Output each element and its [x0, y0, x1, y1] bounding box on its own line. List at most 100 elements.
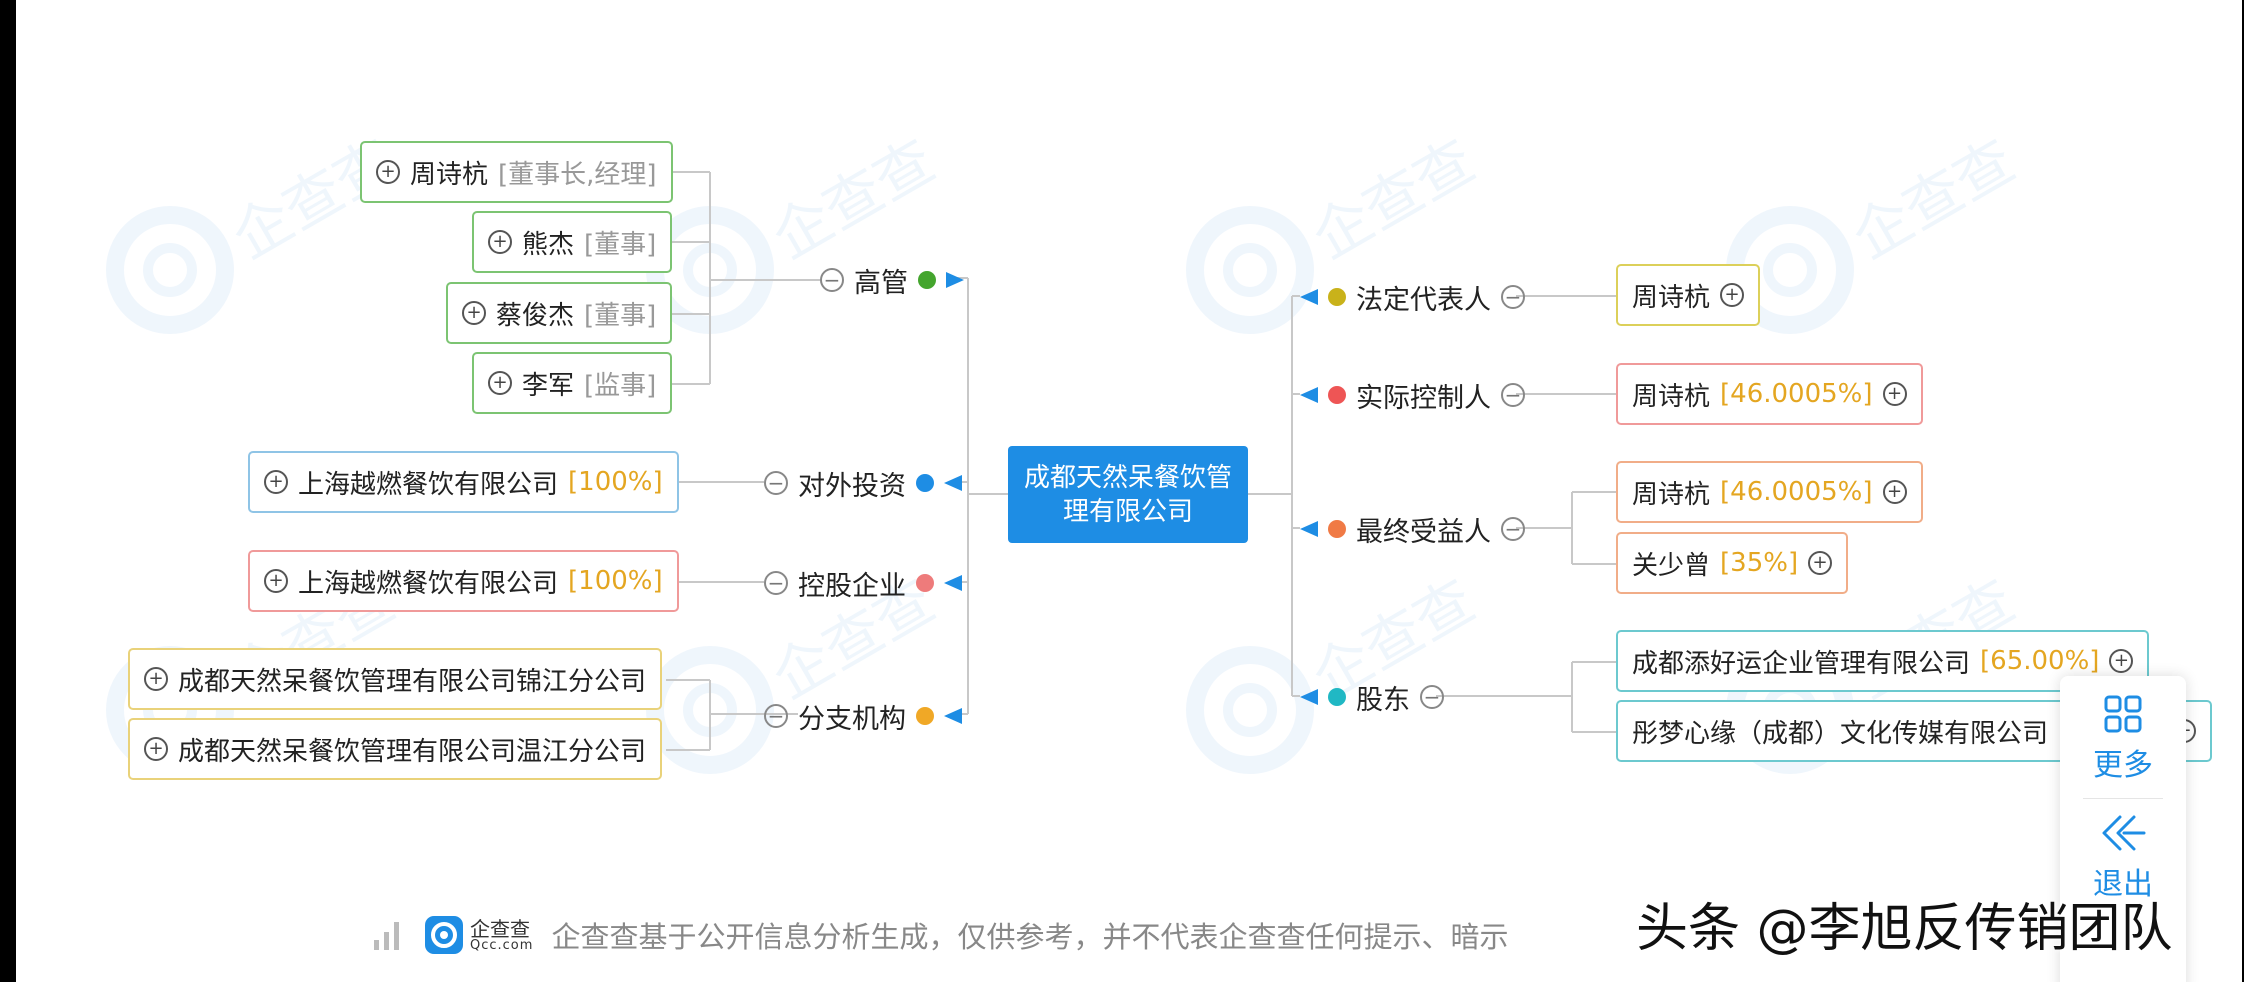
collapse-icon[interactable]: −: [1501, 383, 1525, 407]
expand-plus-icon[interactable]: +: [488, 371, 512, 395]
collapse-icon[interactable]: −: [1420, 685, 1444, 709]
category-executives[interactable]: − 高管: [820, 260, 964, 300]
stake-percent: [65.00%]: [1980, 646, 2100, 676]
person-name: 周诗杭: [1632, 282, 1711, 313]
stake-percent: [46.0005%]: [1720, 379, 1873, 409]
category-beneficiary[interactable]: 最终受益人 −: [1300, 509, 1525, 549]
category-controller-label: 实际控制人: [1356, 382, 1491, 414]
category-branches-label: 分支机构: [798, 703, 906, 735]
expand-plus-icon[interactable]: +: [264, 569, 288, 593]
expand-plus-icon[interactable]: +: [376, 160, 400, 184]
expand-plus-icon[interactable]: +: [264, 470, 288, 494]
category-executives-label: 高管: [854, 267, 908, 299]
person-role: [监事]: [584, 370, 657, 401]
category-holdings-label: 控股企业: [798, 570, 906, 602]
collapse-icon[interactable]: −: [764, 471, 788, 495]
person-role: [董事长,经理]: [498, 159, 657, 190]
branch-name: 成都天然呆餐饮管理有限公司温江分公司: [178, 736, 647, 767]
expand-arrow-icon[interactable]: [944, 575, 962, 591]
stake-percent: [35%]: [1720, 548, 1799, 578]
logo-text-en: Qcc.com: [470, 937, 534, 953]
expand-arrow-icon[interactable]: [1300, 521, 1318, 537]
category-investments-label: 对外投资: [798, 470, 906, 502]
stake-percent: [46.0005%]: [1720, 477, 1873, 507]
collapse-icon[interactable]: −: [764, 704, 788, 728]
category-dot-icon: [1328, 386, 1346, 404]
category-holdings[interactable]: − 控股企业: [764, 563, 962, 603]
expand-plus-icon[interactable]: +: [1882, 480, 1907, 504]
branch-name: 成都天然呆餐饮管理有限公司锦江分公司: [178, 666, 647, 697]
category-controller[interactable]: 实际控制人 −: [1300, 375, 1525, 415]
back-arrow-icon: [2102, 815, 2146, 851]
logo-text-cn: 企查查: [470, 916, 530, 941]
executive-node[interactable]: + 李军 [监事]: [472, 352, 673, 414]
shareholder-name: 彤梦心缘（成都）文化传媒有限公司: [1632, 718, 2049, 749]
collapse-icon[interactable]: −: [1501, 517, 1525, 541]
beneficiary-node[interactable]: 关少曾 [35%] +: [1616, 532, 1849, 594]
category-dot-icon: [1328, 520, 1346, 538]
legal-rep-node[interactable]: 周诗杭 +: [1616, 264, 1761, 326]
watermark-text: 企查查: [1841, 126, 2026, 272]
executive-node[interactable]: + 周诗杭 [董事长,经理]: [360, 141, 673, 203]
watermark-logo-7: 企查查: [1186, 566, 1486, 774]
expand-plus-icon[interactable]: +: [1882, 382, 1907, 406]
company-name: 上海越燃餐饮有限公司: [298, 469, 559, 500]
person-role: [董事]: [584, 300, 657, 331]
floating-action-panel: 更多 退出: [2060, 676, 2186, 982]
expand-arrow-icon[interactable]: [1300, 387, 1318, 403]
center-company-node[interactable]: 成都天然呆餐饮管理有限公司: [1008, 446, 1248, 543]
panel-divider: [2083, 798, 2163, 799]
expand-arrow-icon[interactable]: [1300, 689, 1318, 705]
expand-arrow-icon[interactable]: [944, 475, 962, 491]
expand-plus-icon[interactable]: +: [488, 230, 512, 254]
expand-plus-icon[interactable]: +: [1808, 551, 1833, 575]
source-credit-watermark: 头条 @李旭反传销团队: [1636, 899, 2173, 959]
person-name: 周诗杭: [410, 159, 489, 190]
expand-arrow-icon[interactable]: [946, 272, 964, 288]
collapse-icon[interactable]: −: [820, 268, 844, 292]
category-dot-icon: [1328, 688, 1346, 706]
expand-arrow-icon[interactable]: [1300, 289, 1318, 305]
beneficiary-node[interactable]: 周诗杭 [46.0005%] +: [1616, 461, 1923, 523]
stake-percent: [100%]: [568, 467, 663, 497]
expand-plus-icon[interactable]: +: [144, 737, 168, 761]
expand-plus-icon[interactable]: +: [144, 667, 168, 691]
grid-icon: [2104, 695, 2142, 733]
qcc-logo-icon: [425, 916, 463, 954]
branch-node[interactable]: + 成都天然呆餐饮管理有限公司锦江分公司: [128, 648, 663, 710]
signal-bars-icon: [374, 922, 399, 950]
category-shareholders[interactable]: 股东 −: [1300, 677, 1444, 717]
more-button[interactable]: 更多: [2093, 694, 2153, 784]
expand-arrow-icon[interactable]: [944, 708, 962, 724]
expand-plus-icon[interactable]: +: [462, 301, 486, 325]
company-name: 上海越燃餐饮有限公司: [298, 568, 559, 599]
center-company-name: 成都天然呆餐饮管理有限公司: [1023, 462, 1232, 527]
category-dot-icon: [1328, 288, 1346, 306]
investment-node[interactable]: + 上海越燃餐饮有限公司 [100%]: [248, 451, 679, 513]
collapse-icon[interactable]: −: [1501, 285, 1525, 309]
category-investments[interactable]: − 对外投资: [764, 463, 962, 503]
category-legal-rep[interactable]: 法定代表人 −: [1300, 277, 1525, 317]
expand-plus-icon[interactable]: +: [2109, 649, 2134, 673]
exit-label: 退出: [2093, 867, 2153, 902]
person-name: 周诗杭: [1632, 381, 1711, 412]
executive-node[interactable]: + 熊杰 [董事]: [472, 211, 673, 273]
category-branches[interactable]: − 分支机构: [764, 696, 962, 736]
controller-node[interactable]: 周诗杭 [46.0005%] +: [1616, 363, 1923, 425]
executive-node[interactable]: + 蔡俊杰 [董事]: [446, 282, 673, 344]
category-shareholders-label: 股东: [1356, 684, 1410, 716]
right-screen-edge: [2242, 0, 2244, 982]
expand-plus-icon[interactable]: +: [1720, 283, 1745, 307]
person-name: 关少曾: [1632, 550, 1711, 581]
exit-button[interactable]: 退出: [2093, 813, 2153, 903]
branch-node[interactable]: + 成都天然呆餐饮管理有限公司温江分公司: [128, 718, 663, 780]
collapse-icon[interactable]: −: [764, 571, 788, 595]
watermark-text: 企查查: [1301, 126, 1486, 272]
more-label: 更多: [2093, 748, 2153, 783]
watermark-logo-4: 企查查: [1726, 126, 2026, 334]
category-dot-icon: [916, 707, 934, 725]
left-screen-edge: [0, 0, 16, 982]
shareholder-name: 成都添好运企业管理有限公司: [1632, 648, 1971, 679]
person-name: 周诗杭: [1632, 479, 1711, 510]
holding-node[interactable]: + 上海越燃餐饮有限公司 [100%]: [248, 550, 679, 612]
